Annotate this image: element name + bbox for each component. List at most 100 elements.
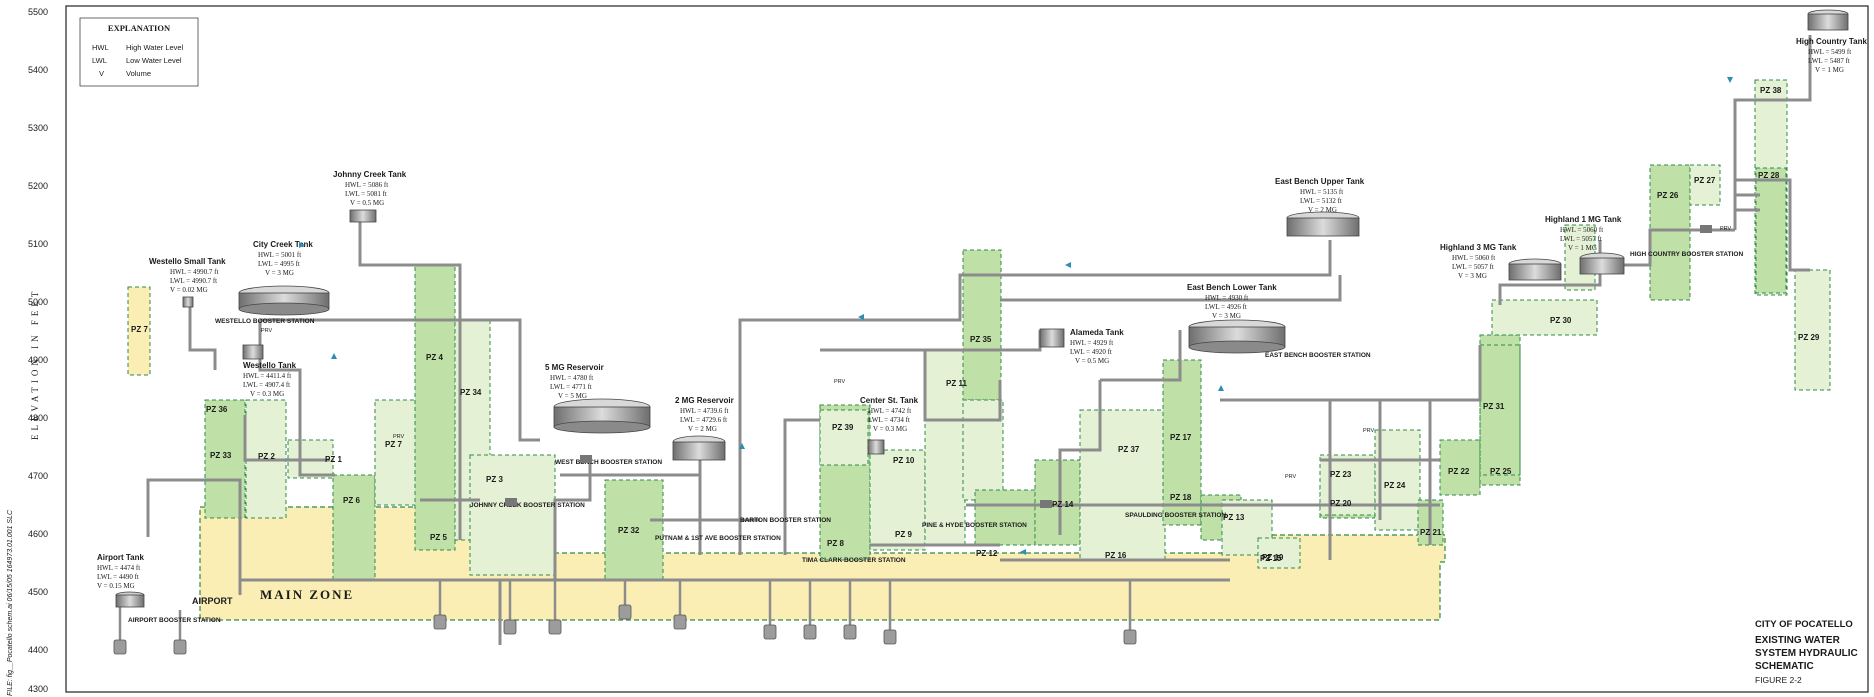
station-label: PINE & HYDE BOOSTER STATION bbox=[922, 522, 1027, 529]
zone-box bbox=[1439, 439, 1481, 496]
zone-label: PZ 22 bbox=[1448, 467, 1470, 476]
zone-label: PZ 29 bbox=[1798, 333, 1820, 342]
y-tick-4600: 4600 bbox=[28, 529, 48, 539]
file-note: FILE: fig__Pocatello schem.ai 06/15/05 1… bbox=[7, 509, 14, 696]
zone-box bbox=[962, 249, 1002, 401]
zone-label: PZ 37 bbox=[1118, 445, 1140, 454]
zone-label: PZ 11 bbox=[946, 379, 967, 388]
legend-desc-hwl: High Water Level bbox=[126, 43, 184, 52]
tank-detail: LWL = 4990.7 ft bbox=[170, 277, 217, 285]
well-icon bbox=[503, 619, 517, 635]
tank-detail: HWL = 5086 ft bbox=[345, 181, 388, 189]
station-label: BARTON BOOSTER STATION bbox=[740, 517, 831, 524]
tank-detail: V = 3 MG bbox=[1458, 272, 1487, 280]
pipe bbox=[260, 318, 540, 442]
title-city: CITY OF POCATELLO bbox=[1755, 619, 1853, 630]
wells bbox=[113, 604, 1137, 655]
prv-label: PRV bbox=[393, 434, 405, 440]
y-tick-4300: 4300 bbox=[28, 684, 48, 694]
title-block: CITY OF POCATELLO EXISTING WATER SYSTEM … bbox=[1755, 619, 1858, 685]
station-label: WESTELLO BOOSTER STATION bbox=[215, 318, 315, 325]
pipe bbox=[1220, 345, 1482, 402]
zone-label: PZ 2 bbox=[258, 452, 275, 461]
legend-desc-lwl: Low Water Level bbox=[126, 56, 182, 65]
tank-detail: HWL = 4780 ft bbox=[550, 374, 593, 382]
tank-detail: V = 5 MG bbox=[558, 392, 587, 400]
prv-label: PRV bbox=[1363, 428, 1375, 434]
station-label: EAST BENCH BOOSTER STATION bbox=[1265, 352, 1371, 359]
pipe bbox=[1735, 178, 1760, 212]
well-icon bbox=[843, 624, 857, 640]
y-tick-5100: 5100 bbox=[28, 239, 48, 249]
tank-labels: Airport Tank HWL = 4474 ft LWL = 4490 ft… bbox=[97, 37, 1868, 590]
legend-desc-v: Volume bbox=[126, 69, 151, 78]
valve-markers: PRV PRV PRV PRV PRV PRV AIRPORT bbox=[192, 226, 1732, 606]
well-icon bbox=[763, 624, 777, 640]
tank-detail: V = 2 MG bbox=[688, 425, 717, 433]
tank-detail: LWL = 5057 ft bbox=[1452, 263, 1494, 271]
station-label: WEST BENCH BOOSTER STATION bbox=[555, 459, 662, 466]
legend-abbr-v: V bbox=[99, 69, 104, 78]
tank-icon bbox=[242, 344, 264, 360]
y-tick-5400: 5400 bbox=[28, 65, 48, 75]
zone-label: PZ 30 bbox=[1550, 316, 1572, 325]
pipe bbox=[960, 240, 1332, 277]
pump-icon bbox=[1700, 225, 1712, 233]
pipe bbox=[188, 300, 217, 370]
arrow-right-icon bbox=[299, 242, 305, 248]
zone-label: PZ 28 bbox=[1758, 171, 1780, 180]
tank-shapes bbox=[115, 9, 1849, 608]
tank-detail: V = 0.15 MG bbox=[97, 582, 135, 590]
tank-name: Alameda Tank bbox=[1070, 328, 1124, 337]
zone-label: PZ 7 bbox=[385, 440, 402, 449]
zone-box bbox=[1162, 359, 1202, 526]
zone-label: PZ 4 bbox=[426, 353, 443, 362]
zone-box bbox=[1755, 167, 1787, 294]
tank-detail: V = 3 MG bbox=[1212, 312, 1241, 320]
station-label: PUTNAM & 1ST AVE BOOSTER STATION bbox=[655, 535, 781, 542]
zone-box bbox=[414, 264, 456, 551]
well-icon bbox=[548, 619, 562, 635]
zone-label: PZ 14 bbox=[1052, 500, 1074, 509]
pipe bbox=[1000, 275, 1342, 302]
prv-label: PRV bbox=[261, 328, 273, 334]
arrow-left-icon bbox=[1020, 549, 1026, 555]
tank-detail: LWL = 5057 ft bbox=[1560, 235, 1602, 243]
zone-label: PZ 21 bbox=[1420, 528, 1442, 537]
tank-detail: HWL = 5060 ft bbox=[1560, 226, 1603, 234]
y-tick-4900: 4900 bbox=[28, 355, 48, 365]
flow-arrows bbox=[299, 77, 1733, 555]
station-label: JOHNNY CREEK BOOSTER STATION bbox=[470, 502, 585, 509]
zone-labels: PZ 1 PZ 2 PZ 3 PZ 4 PZ 5 PZ 6 PZ 7 PZ 7 … bbox=[131, 86, 1820, 563]
tank-name: Johnny Creek Tank bbox=[333, 170, 407, 179]
pipe bbox=[1058, 380, 1102, 535]
y-tick-4700: 4700 bbox=[28, 471, 48, 481]
well-icon bbox=[433, 614, 447, 630]
tank-detail: V = 0.5 MG bbox=[350, 199, 384, 207]
zone-label: PZ 5 bbox=[430, 533, 447, 542]
zone-box bbox=[1257, 537, 1301, 569]
tank-detail: V = 0.3 MG bbox=[873, 425, 907, 433]
zone-label: PZ 19 bbox=[1262, 553, 1284, 562]
zone-label: PZ 24 bbox=[1384, 481, 1406, 490]
zone-label: PZ 26 bbox=[1657, 191, 1679, 200]
station-label: SPAULDING BOOSTER STATION bbox=[1125, 512, 1226, 519]
zone-box bbox=[1479, 334, 1521, 486]
well-icon bbox=[618, 604, 632, 620]
y-tick-5200: 5200 bbox=[28, 181, 48, 191]
prv-label: PRV bbox=[834, 379, 846, 385]
y-tick-4400: 4400 bbox=[28, 645, 48, 655]
tank-detail: LWL = 4729.6 ft bbox=[680, 416, 727, 424]
arrow-up-icon bbox=[331, 353, 337, 359]
zone-box bbox=[1479, 344, 1521, 476]
well-icon bbox=[173, 639, 187, 655]
pipe bbox=[146, 478, 242, 595]
zone-label: PZ 9 bbox=[895, 530, 912, 539]
tank-icon bbox=[1188, 340, 1286, 354]
zone-box bbox=[869, 449, 926, 551]
well-icon bbox=[1123, 629, 1137, 645]
arrow-up-icon bbox=[1218, 385, 1224, 391]
tank-detail: HWL = 5060 ft bbox=[1452, 254, 1495, 262]
tank-name: 5 MG Reservoir bbox=[545, 363, 604, 372]
tank-detail: V = 1 MG bbox=[1815, 66, 1844, 74]
